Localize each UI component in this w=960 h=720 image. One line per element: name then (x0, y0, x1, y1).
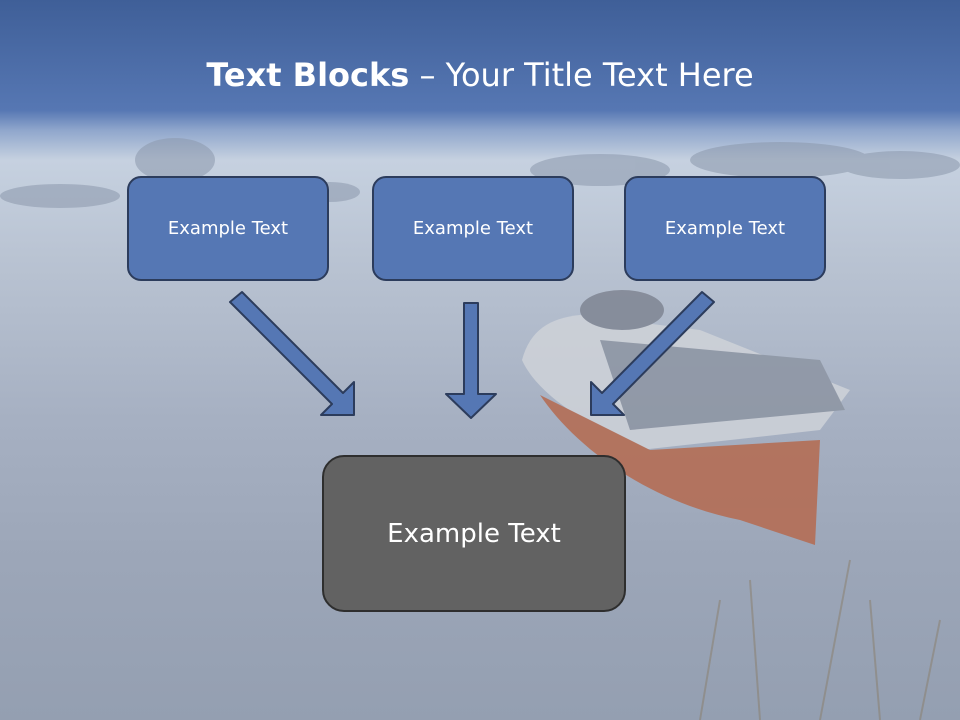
arrow-down (445, 302, 497, 419)
arrow-down-right (229, 291, 355, 416)
arrow-down-left (590, 291, 715, 416)
title-rest-part: – Your Title Text Here (409, 56, 754, 94)
text-block-right[interactable]: Example Text (624, 176, 826, 281)
main-text-block[interactable]: Example Text (322, 455, 626, 612)
slide-title: Text Blocks – Your Title Text Here (0, 52, 960, 98)
title-bold-part: Text Blocks (206, 56, 410, 94)
text-block-center[interactable]: Example Text (372, 176, 574, 281)
text-block-left[interactable]: Example Text (127, 176, 329, 281)
